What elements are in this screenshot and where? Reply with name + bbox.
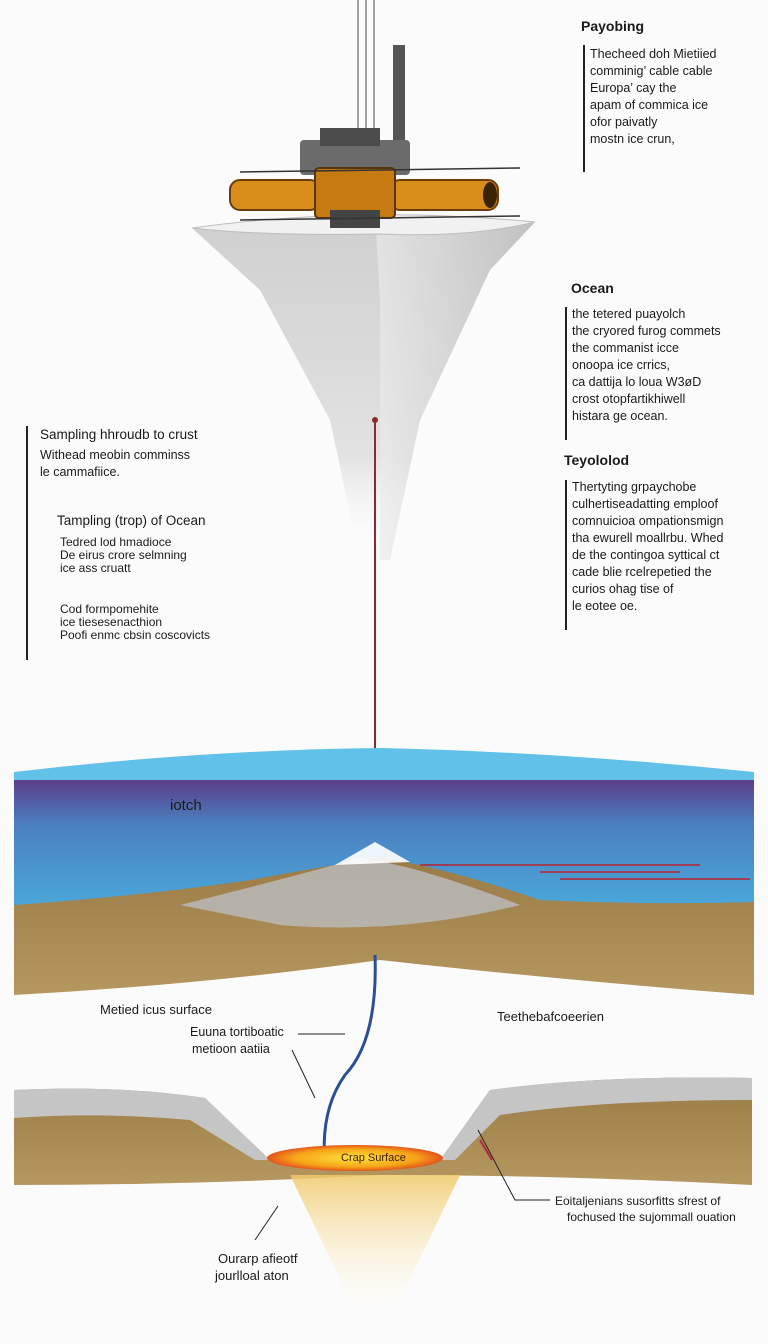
- ocean-line: histara ge ocean.: [572, 409, 668, 423]
- glow-line: jourlloal aton: [215, 1268, 289, 1283]
- lower-crust: [14, 1077, 752, 1185]
- left-notes-rule: [26, 426, 28, 660]
- glow-note: Ourarp afieotf jourlloal aton: [215, 1250, 298, 1284]
- ocean-line: the tetered puayolch: [572, 307, 686, 321]
- sampling-title: Sampling hhroudb to crust: [40, 427, 198, 442]
- fauna-line: metioon aatiia: [192, 1042, 270, 1056]
- fauna-line: Euuna tortiboatic: [190, 1025, 284, 1039]
- ocean-line: the commanist icce: [572, 341, 679, 355]
- payload-line: mostn ice crun,: [590, 132, 675, 146]
- tether-line: culhertiseadatting emploof: [572, 497, 718, 511]
- tether-line: comnuicioa ompationsmign: [572, 514, 724, 528]
- tether-line: Thertyting grpaychobe: [572, 480, 697, 494]
- ocean-heading: Ocean: [571, 280, 614, 296]
- right-bottom-line: fochused the sujommall ouation: [567, 1210, 736, 1224]
- seafloor-label: Teethebafcoeerien: [497, 1009, 604, 1024]
- payload-heading: Payobing: [581, 18, 645, 34]
- right-bottom-note: Eoitaljenians susorfitts sfrest of fochu…: [555, 1193, 736, 1225]
- payload-line: comminig’ cable cable: [590, 64, 713, 78]
- payload-line: ofor paivatly: [590, 115, 658, 129]
- ocean-label: iotch: [170, 797, 202, 814]
- drilling-rig: [229, 45, 521, 228]
- glow-line: Ourarp afieotf: [218, 1251, 298, 1266]
- tether-line: de the contingoa syttical ct: [572, 548, 720, 562]
- crust-surface-label: Crap Surface: [341, 1152, 406, 1164]
- extra-notes: Cod formpomehite ice tiesesenacthion Poo…: [60, 603, 210, 642]
- right-bottom-line: Eoitaljenians susorfitts sfrest of: [555, 1194, 721, 1208]
- ocean-line: onoopa ice crrics,: [572, 358, 670, 372]
- probe-cable: [322, 954, 377, 1166]
- fauna-label: Euuna tortiboatic metioon aatiia: [190, 1024, 284, 1058]
- ocean-line: crost otopfartikhiwell: [572, 392, 686, 406]
- sampling-lines: Withead meobin comminss le cammafiice.: [40, 447, 190, 481]
- ocean-sampling-title: Tampling (trop) of Ocean: [57, 513, 206, 528]
- suspension-cables: [357, 0, 375, 140]
- ocean-sampling-line: Tedred lod hmadioce: [60, 535, 172, 549]
- extra-line: ice tiesesenacthion: [60, 615, 163, 629]
- extra-line: Poofi enmc cbsin coscovicts: [60, 628, 211, 642]
- tether-heading: Teyololod: [564, 452, 630, 468]
- tether-anchor: [372, 417, 378, 423]
- ocean-sampling-line: De eirus crore selmning: [60, 548, 187, 562]
- payload-note: Thecheed doh Mietiied comminig’ cable ca…: [590, 46, 716, 148]
- ocean-line: the cryored furog commets: [572, 324, 721, 338]
- payload-line: apam of commica ice: [590, 98, 709, 112]
- tether-note-rule: [565, 480, 567, 630]
- payload-note-rule: [583, 45, 585, 172]
- tether-line: tha ewurell moallrbu. Whed: [572, 531, 724, 545]
- tether-line: curios ohag tise of: [572, 582, 674, 596]
- tether-line: le eotee oe.: [572, 599, 638, 613]
- sampling-line: le cammafiice.: [40, 465, 120, 479]
- seafloor-layer: [14, 842, 754, 995]
- payload-line: Thecheed doh Mietiied: [590, 47, 717, 61]
- thermal-streaks: [420, 864, 750, 880]
- leader-lines: [254, 1033, 550, 1241]
- melt-pool: [267, 1145, 443, 1171]
- ocean-line: ca dattija lo loua W3øD: [572, 375, 702, 389]
- extra-line: Cod formpomehite: [60, 602, 159, 616]
- ocean-sampling-line: ice ass cruatt: [60, 561, 131, 575]
- payload-line: Europa’ cay the: [590, 81, 677, 95]
- ocean-note: the tetered puayolch the cryored furog c…: [572, 306, 721, 425]
- ocean-sampling-lines: Tedred lod hmadioce De eirus crore selmn…: [60, 536, 187, 575]
- sampling-line: Withead meobin comminss: [40, 448, 191, 462]
- ocean-note-rule: [565, 307, 567, 440]
- tether-line: cade blie rcelrepetied the: [572, 565, 712, 579]
- ice-crust-cone: [191, 214, 536, 560]
- melted-surface-label: Metied icus surface: [100, 1002, 212, 1017]
- tether-note: Thertyting grpaychobe culhertiseadatting…: [572, 479, 723, 615]
- heat-glow: [290, 1175, 460, 1310]
